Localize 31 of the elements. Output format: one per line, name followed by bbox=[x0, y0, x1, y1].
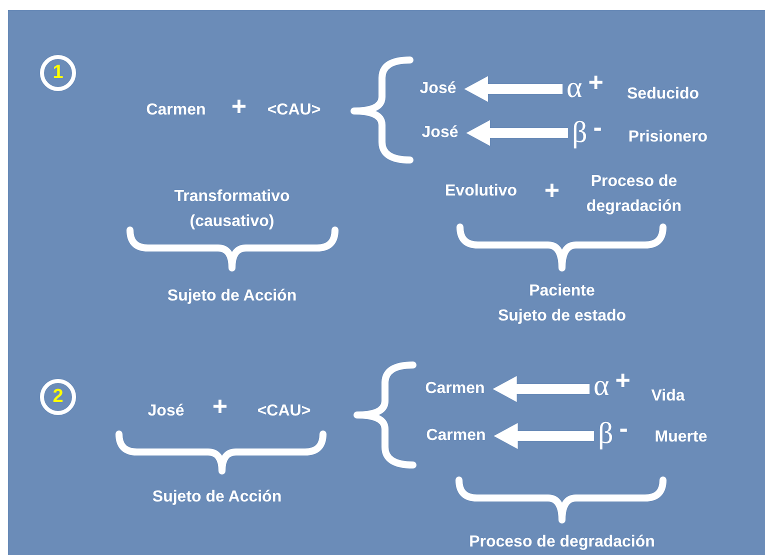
plus-sign: + bbox=[231, 93, 247, 119]
label-text: Muerte bbox=[654, 428, 708, 448]
label-text: Proceso de degradación bbox=[585, 172, 683, 217]
label-text: <CAU> bbox=[267, 100, 321, 120]
greek-symbol-text: α$^{+}$ bbox=[566, 73, 604, 103]
name-text: Carmen bbox=[426, 424, 486, 448]
greek-symbol-text: α$^{+}$ bbox=[594, 371, 630, 401]
name-text: José bbox=[422, 121, 458, 145]
label-text: Paciente bbox=[529, 282, 595, 302]
label-text: Evolutivo bbox=[445, 182, 517, 202]
label-text: Vida bbox=[651, 386, 685, 406]
label-text: Transformativo (causativo) bbox=[173, 187, 291, 232]
arrow bbox=[492, 376, 590, 402]
plus-sign: + bbox=[212, 393, 228, 419]
label-text: Prisionero bbox=[628, 128, 708, 148]
label-text: <CAU> bbox=[257, 402, 311, 422]
plus-sign: + bbox=[544, 177, 560, 203]
label-text: Proceso de degradación bbox=[469, 532, 655, 552]
label-text: Carmen bbox=[146, 100, 206, 120]
label-text: Sujeto de Acción bbox=[152, 488, 282, 508]
arrow bbox=[494, 423, 594, 449]
label-text: Seducido bbox=[627, 84, 699, 104]
greek-symbol-text: β$^{-}$ bbox=[572, 118, 602, 148]
label-text: Sujeto de estado bbox=[498, 306, 626, 326]
arrow bbox=[464, 76, 563, 102]
label-text: José bbox=[148, 402, 184, 422]
greek-symbol-text: β$^{-}$ bbox=[598, 419, 628, 449]
name-text: Carmen bbox=[425, 377, 485, 401]
arrow bbox=[466, 120, 568, 146]
label-text: Sujeto de Acción bbox=[167, 286, 297, 306]
name-text: José bbox=[420, 77, 456, 101]
